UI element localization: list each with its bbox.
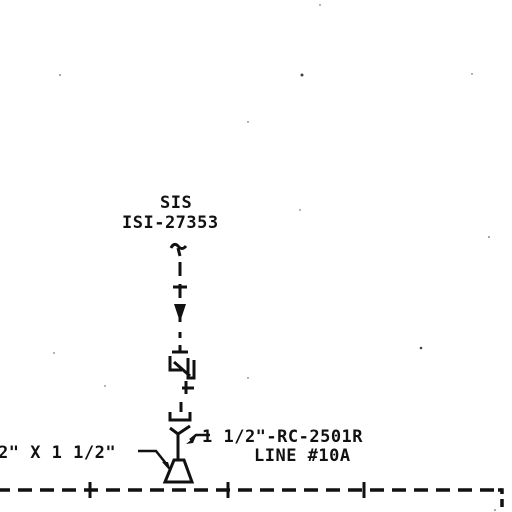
reducer-symbol (162, 458, 195, 484)
line-number-label: LINE #10A (254, 446, 351, 466)
reducer-leader-arrow (162, 462, 171, 472)
instrument-tag-label: ISI-27353 (122, 213, 219, 233)
line-spec-leader (189, 433, 210, 441)
reducer-leader (138, 449, 169, 467)
instrument-line (173, 262, 187, 338)
line-spec-leader-arrow (186, 436, 196, 444)
sis-connection-symbol (169, 242, 188, 250)
scan-noise (53, 4, 496, 511)
flow-arrow (174, 304, 186, 322)
line-spec-label: 1 1/2"-RC-2501R (202, 427, 364, 447)
main-line-corner (498, 488, 504, 512)
connector-fitting (168, 402, 192, 446)
main-line-ticks (88, 482, 366, 498)
system-label: SIS (160, 193, 193, 213)
instrument-line-tick (176, 247, 182, 257)
reducer-size-label: 2" X 1 1/2" (0, 443, 117, 463)
check-valve-symbol (168, 345, 196, 394)
